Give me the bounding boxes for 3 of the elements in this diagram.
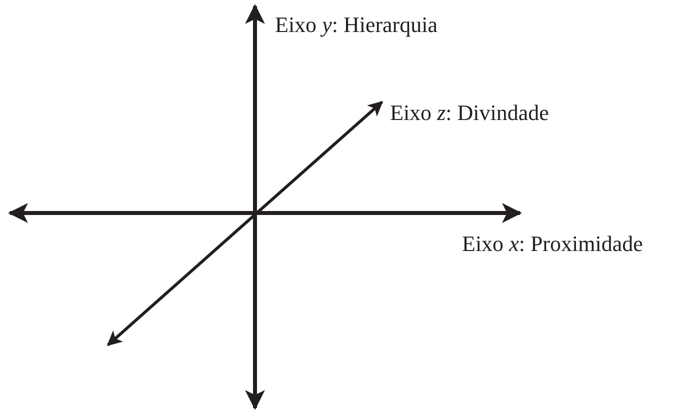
axis-label: Eixo y: Hierarquia: [275, 13, 438, 38]
axis-label: Eixo x: Proximidade: [462, 232, 643, 256]
axis-label: Eixo z: Divindade: [390, 101, 549, 126]
